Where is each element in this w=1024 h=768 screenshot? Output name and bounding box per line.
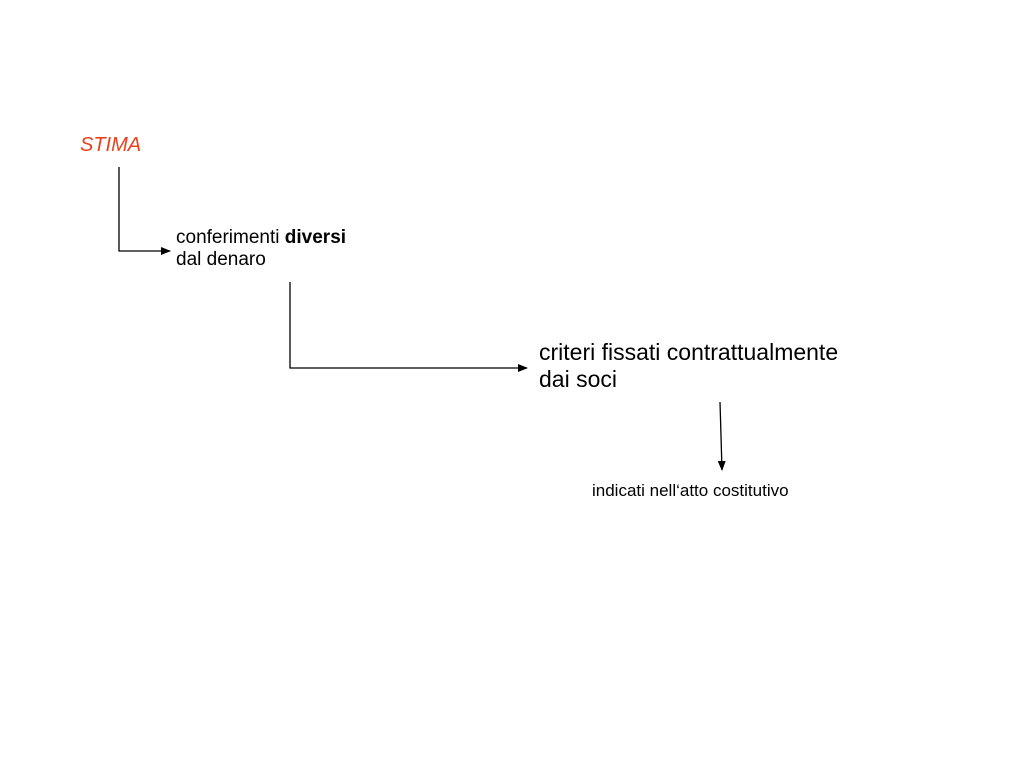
node-indicati-line1: indicati nell‘atto costitutivo [592,481,789,500]
node-indicati: indicati nell‘atto costitutivo [592,481,789,501]
connector-conferimenti-to-criteri [289,282,528,372]
node-conferimenti: conferimenti diversi dal denaro [176,227,346,272]
node-conferimenti-line2: dal denaro [176,249,266,271]
node-conferimenti-regular-text: conferimenti [176,227,285,248]
node-conferimenti-line1: conferimenti diversi [176,227,346,249]
diagram-title-text: STIMA [80,134,142,156]
connector-criteri-to-indicati [717,401,726,471]
node-conferimenti-bold-text: diversi [284,227,347,248]
connector-stima-to-conferimenti [118,167,171,255]
diagram-title: STIMA [80,134,141,158]
node-criteri-line1: criteri fissati contrattualmente [539,339,839,365]
node-criteri-line2: dai soci [539,366,617,393]
node-criteri: criteri fissati contrattualmente dai soc… [539,339,838,393]
